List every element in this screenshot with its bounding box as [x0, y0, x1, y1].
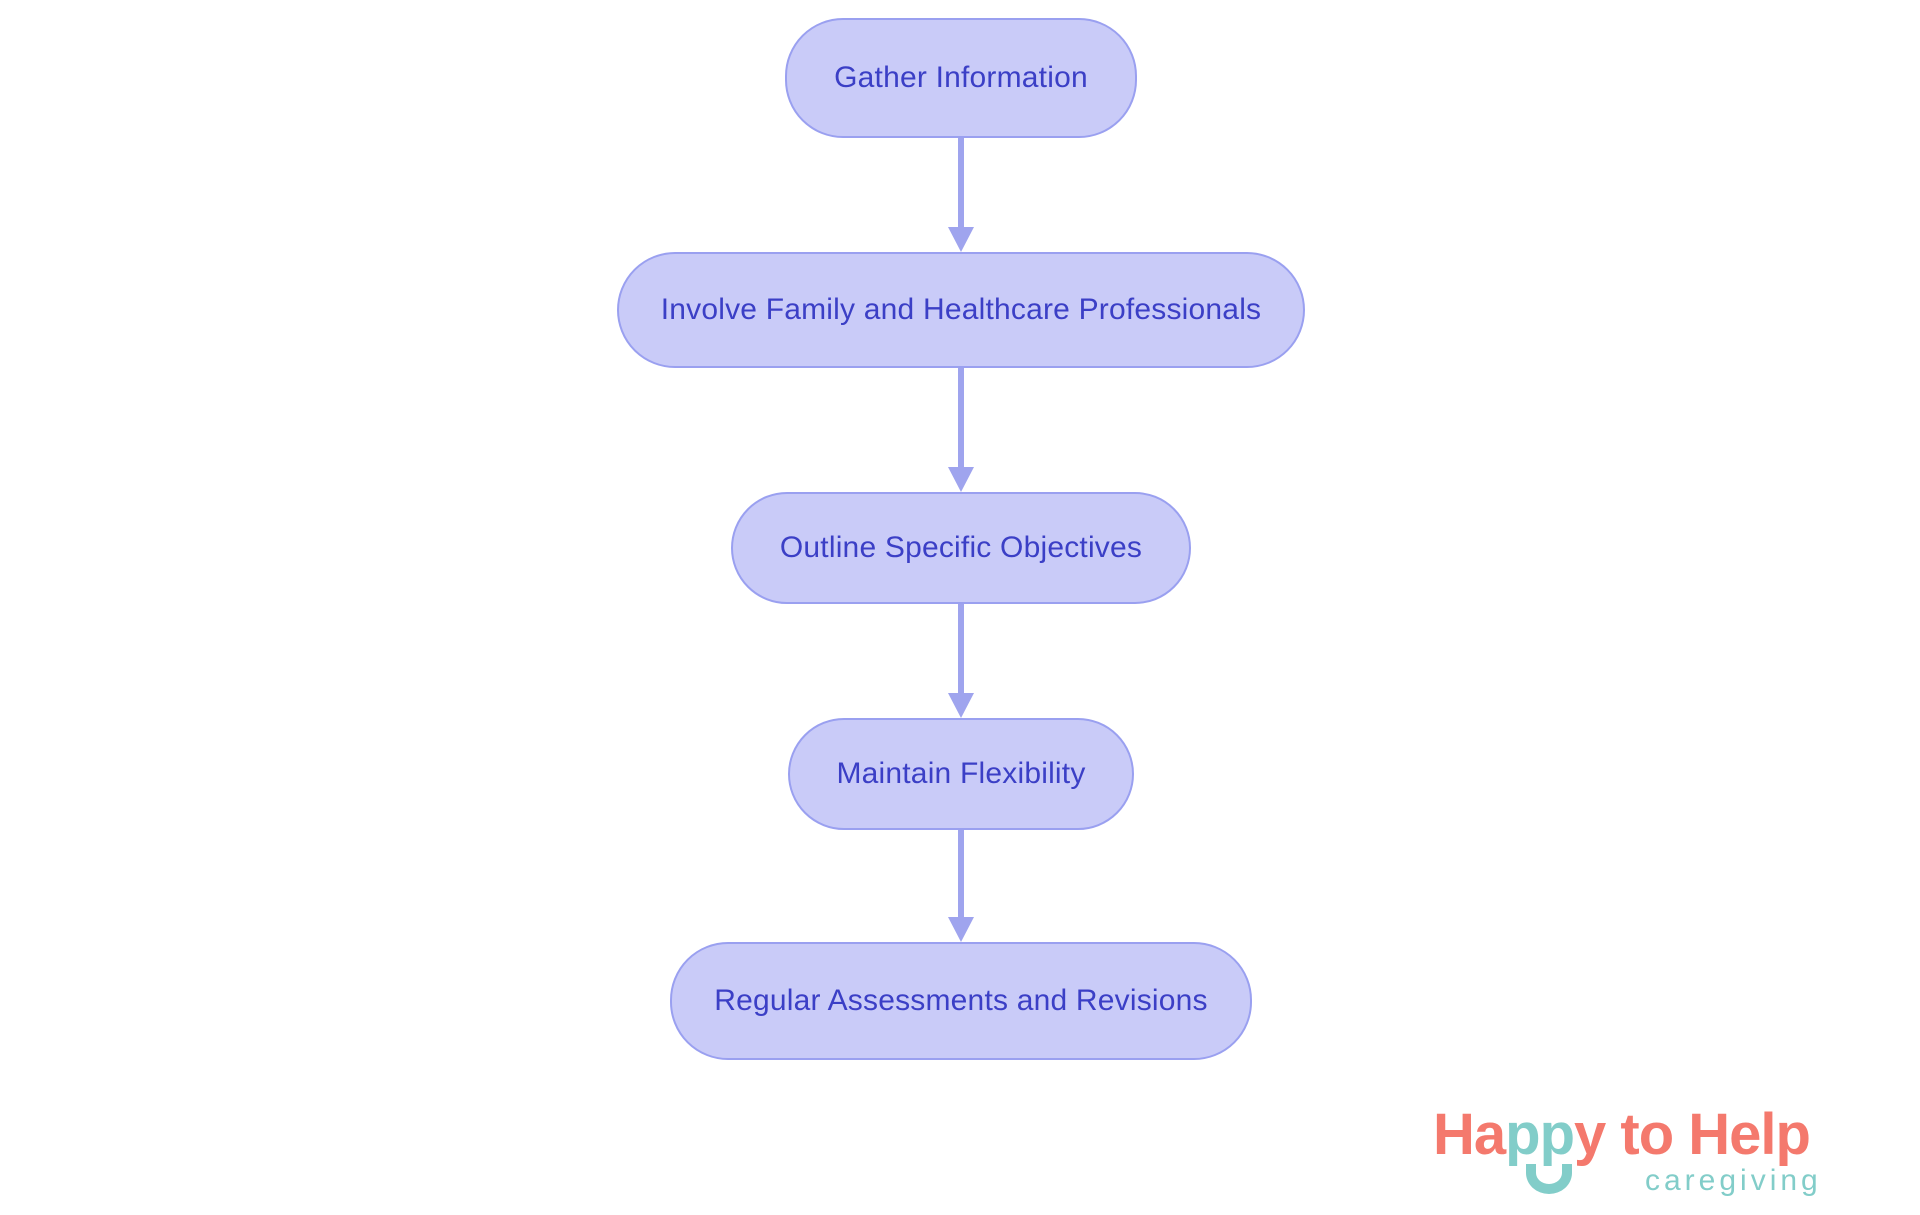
logo-text-to-help: to Help — [1605, 1102, 1811, 1167]
logo-wordmark: Happy to Help — [1433, 1106, 1811, 1164]
flow-node-maintain-flexibility: Maintain Flexibility — [788, 718, 1134, 830]
arrow-down-icon — [948, 693, 974, 718]
happy-to-help-logo: Happy to Help caregiving — [1433, 1106, 1893, 1211]
logo-text-pp: pp — [1505, 1102, 1575, 1167]
flow-node-label: Regular Assessments and Revisions — [714, 984, 1208, 1017]
flow-arrow-2 — [948, 368, 974, 492]
flow-node-outline-objectives: Outline Specific Objectives — [731, 492, 1191, 604]
flow-arrow-1 — [948, 138, 974, 252]
flow-node-gather-information: Gather Information — [785, 18, 1137, 138]
arrow-down-icon — [948, 227, 974, 252]
arrow-down-icon — [948, 917, 974, 942]
flow-arrow-4 — [948, 830, 974, 942]
flow-node-label: Outline Specific Objectives — [779, 531, 1143, 564]
logo-tagline: caregiving — [1645, 1164, 1822, 1197]
flow-node-label: Maintain Flexibility — [836, 757, 1086, 790]
logo-text-ha: Ha — [1433, 1102, 1506, 1167]
arrow-stem — [958, 604, 964, 694]
flow-node-regular-assessments: Regular Assessments and Revisions — [670, 942, 1252, 1060]
arrow-stem — [958, 830, 964, 918]
flow-arrow-3 — [948, 604, 974, 718]
arrow-stem — [958, 138, 964, 228]
flow-node-label: Gather Information — [834, 61, 1088, 94]
flow-node-involve-family: Involve Family and Healthcare Profession… — [617, 252, 1305, 368]
arrow-down-icon — [948, 467, 974, 492]
smile-icon — [1526, 1164, 1572, 1194]
logo-text-y: y — [1574, 1102, 1606, 1167]
arrow-stem — [958, 368, 964, 468]
flow-node-label: Involve Family and Healthcare Profession… — [660, 293, 1262, 326]
